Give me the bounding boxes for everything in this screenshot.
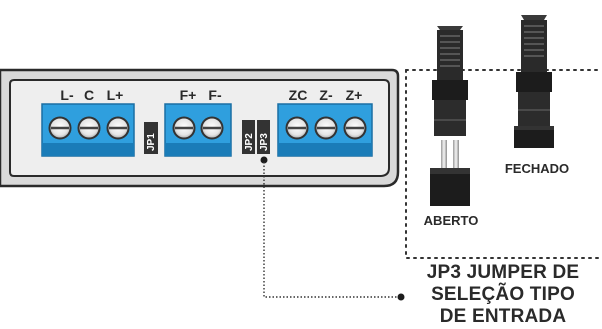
- screw-icon: [106, 116, 130, 140]
- jp2-label: JP2: [244, 133, 255, 151]
- screw-icon: [48, 116, 72, 140]
- terminal-label-f-plus: F+: [180, 87, 197, 103]
- jumper-jp1-marker: JP1: [144, 122, 158, 154]
- closed-jumper-label: FECHADO: [505, 161, 569, 176]
- jumper-open-icon: [430, 26, 470, 206]
- jp3-pin-dot: [260, 156, 268, 164]
- terminal-block-left: L- C L+: [41, 87, 135, 157]
- terminal-label-c: C: [84, 87, 94, 103]
- screw-icon: [285, 116, 309, 140]
- terminal-block-right: ZC Z- Z+: [277, 87, 373, 157]
- terminal-label-f-minus: F-: [208, 87, 222, 103]
- leader-endpoint-dot: [397, 293, 405, 301]
- caption-line-3: DE ENTRADA: [439, 306, 567, 327]
- callout-dotted-border: [405, 69, 602, 259]
- open-jumper-label: ABERTO: [424, 213, 479, 228]
- leader-line: [263, 162, 398, 298]
- terminal-block-middle: F+ F-: [164, 87, 232, 157]
- terminal-label-l-minus: L-: [60, 87, 74, 103]
- screw-icon: [200, 116, 224, 140]
- caption-line-1: JP3 JUMPER DE: [426, 262, 580, 283]
- screw-icon: [172, 116, 196, 140]
- jp3-caption: JP3 JUMPER DE SELEÇÃO TIPO DE ENTRADA: [404, 262, 602, 328]
- screw-icon: [314, 116, 338, 140]
- caption-line-2: SELEÇÃO TIPO: [431, 284, 575, 305]
- terminal-label-z-plus: Z+: [346, 87, 363, 103]
- jp1-label: JP1: [146, 133, 157, 151]
- screw-icon: [77, 116, 101, 140]
- terminal-label-z-minus: Z-: [319, 87, 333, 103]
- terminal-label-l-plus: L+: [107, 87, 124, 103]
- jumper-jp2-marker: JP2: [242, 120, 255, 154]
- jumper-jp3-marker: JP3: [257, 120, 270, 164]
- jp3-label: JP3: [259, 133, 270, 151]
- screw-icon: [343, 116, 367, 140]
- jumper-closed-icon: [514, 15, 554, 148]
- terminal-label-zc: ZC: [289, 87, 308, 103]
